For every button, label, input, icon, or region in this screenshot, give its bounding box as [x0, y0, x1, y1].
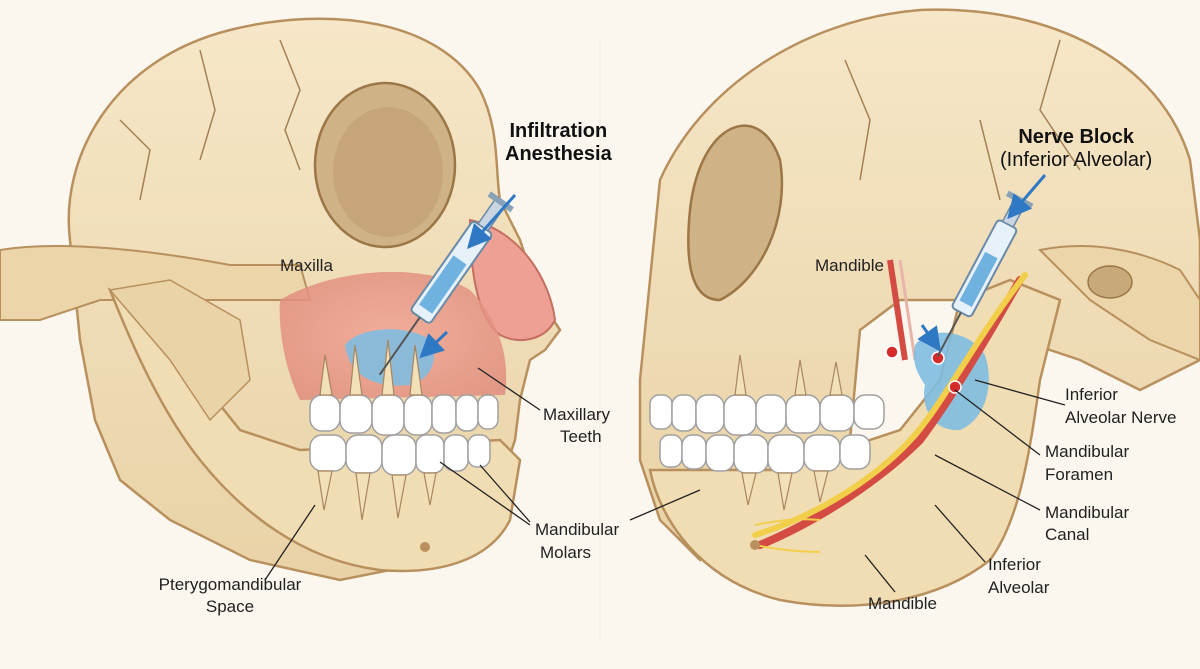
pterygomandibular-label-2: Space	[205, 597, 255, 616]
inferior-alveolar-label-2: Alveolar	[988, 578, 1050, 597]
inferior-alveolar-nerve-label-2: Alveolar Nerve	[1065, 408, 1177, 427]
mandibular-molars-label-2: Molars	[540, 543, 592, 562]
right-eye-orbit	[687, 124, 784, 302]
right-panel-title: Nerve Block (Inferior Alveolar)	[1000, 126, 1152, 172]
left-leader-lines	[264, 367, 541, 581]
left-title-line2: Anesthesia	[505, 143, 612, 165]
left-panel-title: Infiltration Anesthesia	[505, 120, 612, 166]
right-upper-teeth	[649, 394, 885, 436]
maxilla-label: Maxilla	[280, 256, 333, 275]
maxillary-teeth-label-2: Teeth	[560, 427, 602, 446]
mandible-bottom-label: Mandible	[868, 594, 937, 613]
left-lower-teeth	[309, 434, 491, 476]
mandibular-canal-label-2: Canal	[1045, 525, 1090, 544]
mandibular-foramen-label-1: Mandibular	[1045, 442, 1130, 461]
right-lower-teeth	[659, 434, 871, 474]
right-title-line1: Nerve Block	[1018, 126, 1134, 148]
left-title-line1: Infiltration	[509, 120, 608, 142]
right-title-line2: (Inferior Alveolar)	[1000, 149, 1153, 171]
left-skull	[0, 17, 562, 582]
left-mandible	[107, 287, 522, 573]
pterygomandibular-label-1: Pterygomandibular	[158, 575, 302, 594]
right-leader-lines	[629, 379, 1066, 593]
right-skull	[629, 8, 1200, 607]
left-nose	[468, 218, 557, 341]
maxillary-teeth-label-1: Maxillary	[543, 405, 611, 424]
mandibular-molars-label-1: Mandibular	[535, 520, 620, 539]
inferior-alveolar-nerve-label-1: Inferior	[1065, 385, 1118, 404]
right-mandibular-canal	[756, 276, 1024, 549]
inferior-alveolar-label-1: Inferior	[988, 555, 1041, 574]
mandibular-canal-label-1: Mandibular	[1045, 503, 1130, 522]
mandible-top-label: Mandible	[815, 256, 884, 275]
mandibular-foramen-label-2: Foramen	[1045, 465, 1114, 484]
right-inferior-alveolar-nerve	[752, 272, 1028, 538]
left-upper-teeth	[309, 394, 499, 436]
